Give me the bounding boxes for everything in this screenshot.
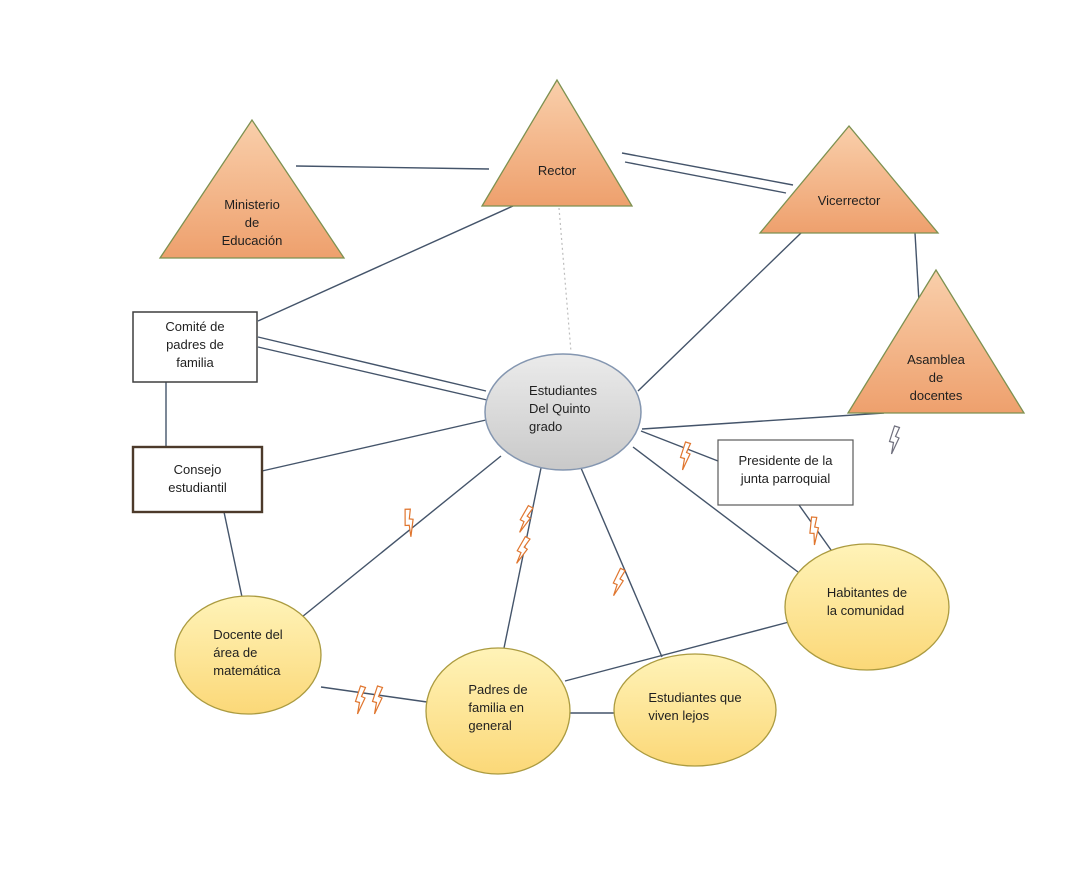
node-shape-docente xyxy=(174,595,322,715)
edge-estudiantes-docente xyxy=(296,455,502,622)
node-shape-rector xyxy=(480,78,634,207)
conflict-icon-presidente-habitantes xyxy=(806,515,823,547)
edge-comite-estudiantes-1 xyxy=(257,336,487,392)
edge-estudiantes-padres xyxy=(503,467,542,649)
edge-vicerrector-asamblea xyxy=(914,232,920,303)
node-shape-padres xyxy=(425,647,571,775)
conflict-icon-estudiantes-docente xyxy=(399,507,420,538)
node-shape-consejo xyxy=(131,445,264,514)
conflict-icon-asamblea-estudiantes xyxy=(888,425,901,455)
edge-asamblea-estudiantes xyxy=(641,412,885,430)
edge-ministerio-rector xyxy=(295,165,490,170)
edge-consejo-estudiantes xyxy=(261,419,487,472)
node-shape-lejos xyxy=(613,653,777,767)
node-shape-comite xyxy=(132,311,258,383)
conflict-icon-docente-padres-2 xyxy=(371,685,384,715)
conflict-icon-docente-padres-1 xyxy=(354,685,367,715)
node-shape-vicerrector xyxy=(758,124,940,234)
node-shape-asamblea xyxy=(846,268,1026,414)
edge-rector-vicerrector-2 xyxy=(624,161,787,194)
node-shape-estudiantes xyxy=(484,353,642,471)
edge-rector-comite xyxy=(257,205,514,322)
edge-vicerrector-estudiantes xyxy=(637,232,802,392)
node-shape-ministerio xyxy=(158,118,346,259)
edge-comite-estudiantes-2 xyxy=(257,346,488,401)
edge-estudiantes-habitantes xyxy=(632,446,799,573)
edge-estudiantes-presidente xyxy=(640,430,719,462)
node-shape-presidente xyxy=(717,439,854,506)
edge-rector-vicerrector-1 xyxy=(621,152,794,186)
conflict-icon-estudiantes-presidente xyxy=(679,441,692,471)
edge-rector-estudiantes-dotted xyxy=(558,207,572,353)
edge-consejo-docente xyxy=(223,511,243,598)
node-shape-habitantes xyxy=(784,543,950,671)
edge-docente-padres xyxy=(320,686,428,703)
edge-estudiantes-lejos xyxy=(580,467,663,658)
conflict-icon-estudiantes-lejos xyxy=(610,567,626,598)
edge-padres-habitantes xyxy=(564,621,790,682)
